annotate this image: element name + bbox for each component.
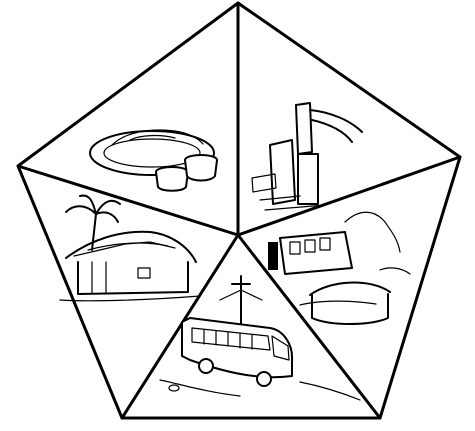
round-hut-roof [310, 283, 390, 295]
village-hut-icon [60, 196, 200, 301]
water-pot-stack [270, 140, 295, 204]
standpipe [298, 154, 318, 204]
water-supply-icon [252, 103, 362, 210]
bus-icon [160, 318, 360, 400]
apartment-block [280, 232, 352, 274]
housing-icon [268, 212, 410, 324]
palm-trunk [92, 214, 96, 250]
bowl-left [156, 167, 188, 191]
dark-doorway [268, 242, 278, 270]
hut-wall [78, 262, 188, 294]
bus-wheel-rear [199, 359, 213, 373]
hut-roof-outline [66, 232, 196, 262]
bowl-right [185, 155, 217, 181]
bus-wheel-front [257, 372, 271, 386]
road-line [160, 380, 240, 396]
tree-canopy [345, 212, 400, 252]
palm-fronds [66, 196, 120, 222]
round-hut-wall [312, 294, 388, 324]
meals-icon [90, 130, 217, 191]
hut-window [138, 268, 150, 278]
